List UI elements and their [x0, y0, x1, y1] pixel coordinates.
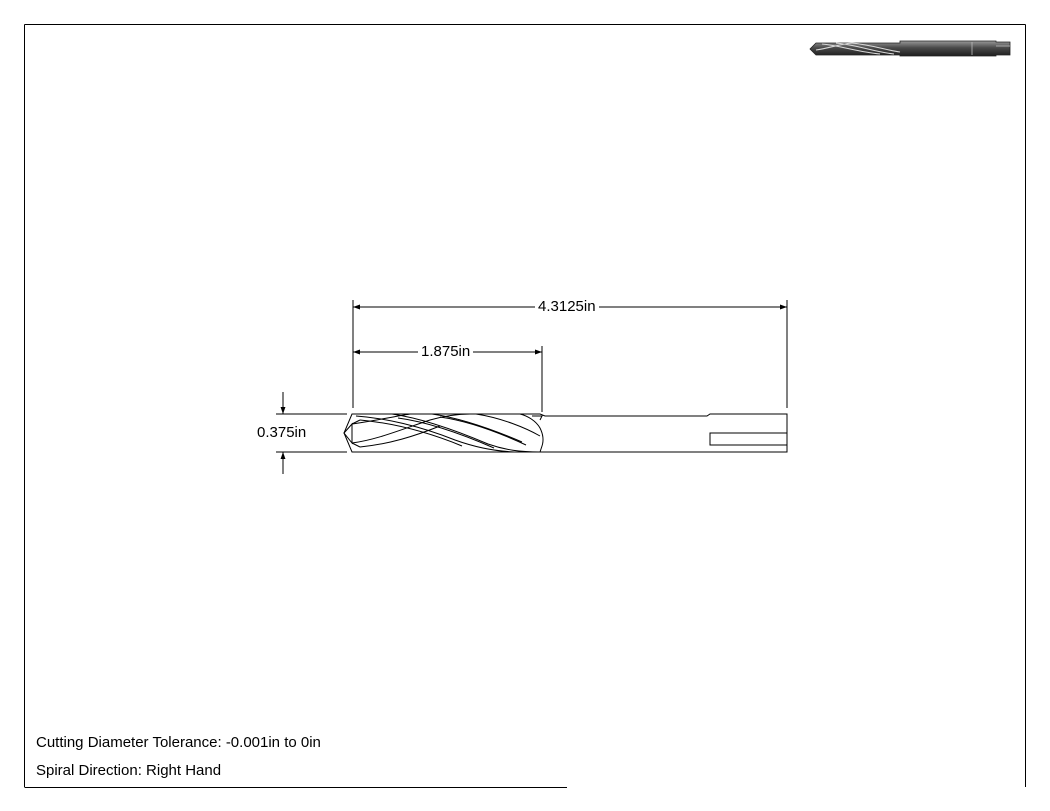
diameter-dimension [276, 392, 347, 474]
drill-bit-side-view [343, 413, 788, 453]
flute-length-label: 1.875in [418, 343, 474, 361]
overall-length-label: 4.3125in [535, 298, 599, 316]
drill-bit-thumbnail [809, 40, 1011, 57]
tolerance-note: Cutting Diameter Tolerance: -0.001in to … [36, 734, 321, 751]
spiral-direction-note: Spiral Direction: Right Hand [36, 762, 222, 779]
sheet-border [24, 24, 1026, 788]
diameter-label: 0.375in [257, 424, 307, 441]
